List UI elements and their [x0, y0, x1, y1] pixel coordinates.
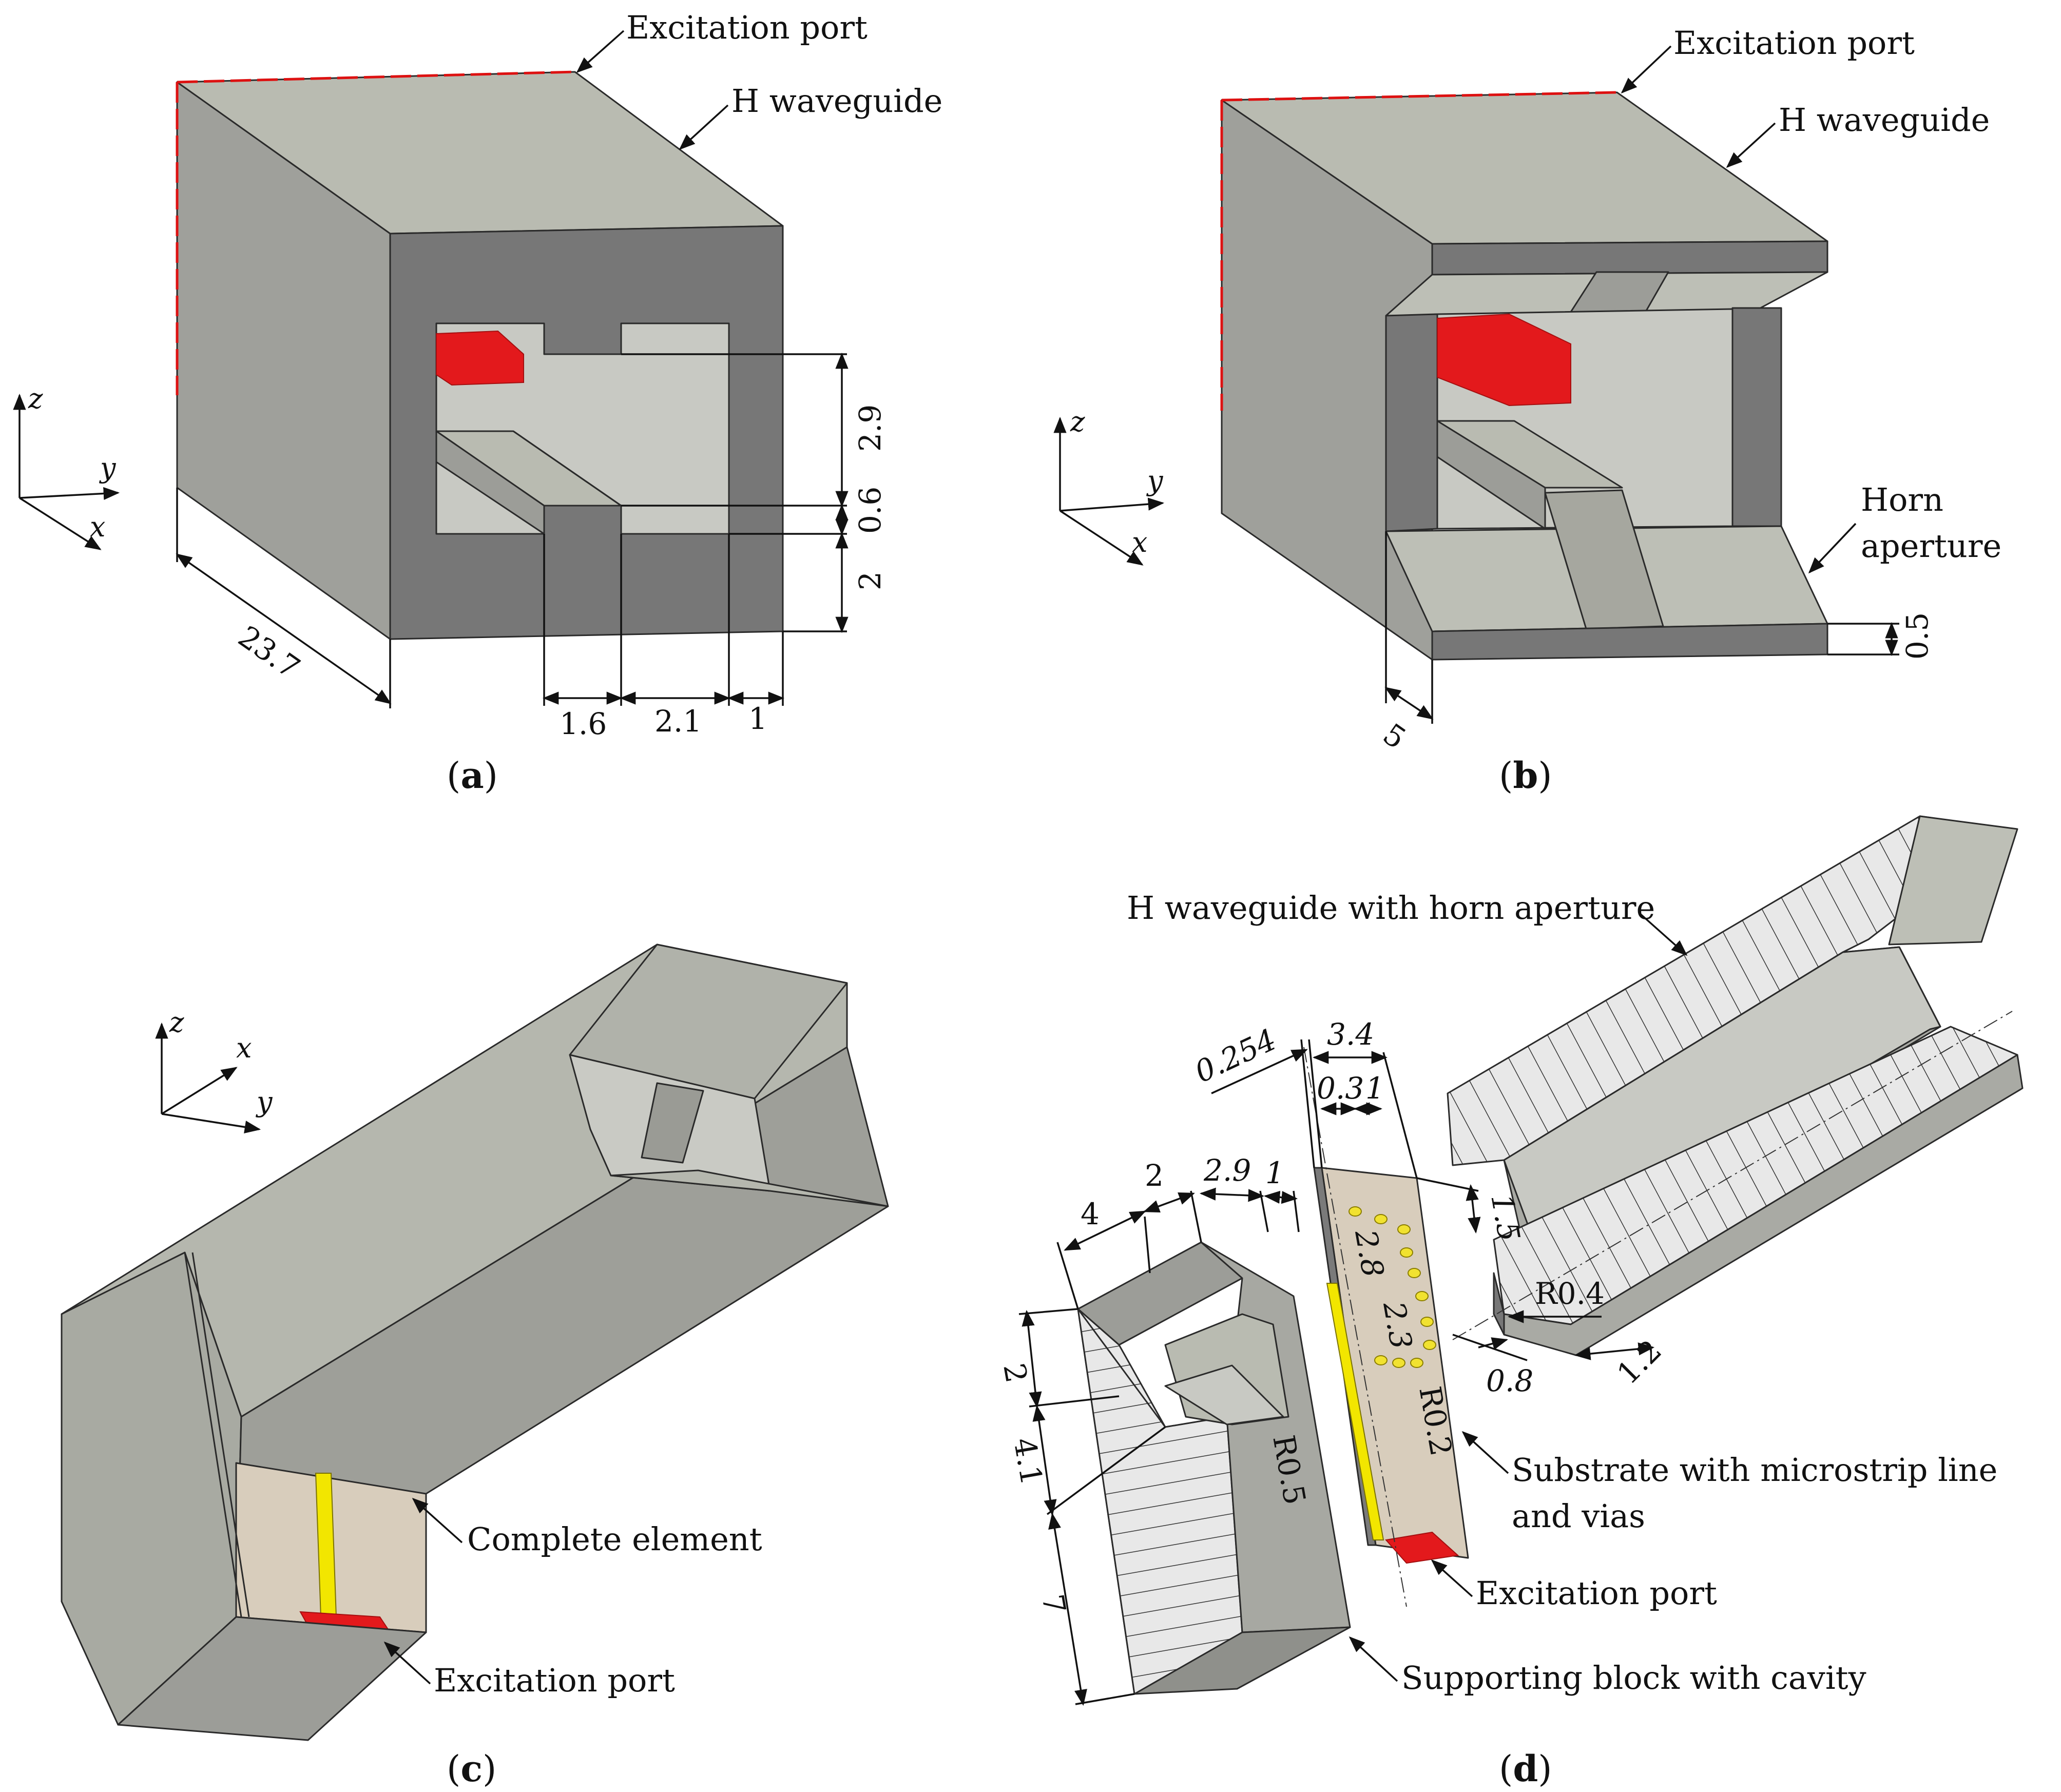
dim-d-2-top: 2 — [1145, 1158, 1164, 1193]
axis-b-z: z — [1070, 406, 1085, 438]
via — [1392, 1358, 1405, 1368]
label-d-h-waveguide-horn: H waveguide with horn aperture — [1127, 889, 1655, 927]
label-c-excitation-port: Excitation port — [434, 1662, 675, 1699]
c-bottom-face — [117, 1616, 427, 1741]
dim-d-1-top: 1 — [1265, 1155, 1284, 1190]
dim-d-0-254: 0.254 — [1189, 1022, 1281, 1090]
dim-a-2-9: 2.9 — [853, 404, 888, 452]
dim-a-1: 1 — [748, 701, 767, 736]
via — [1374, 1355, 1388, 1365]
panel-b: Excitation port H waveguide Horn apertur… — [1053, 24, 2001, 797]
label-b-h-waveguide: H waveguide — [1779, 101, 1990, 139]
dim-d-2-side: 2 — [996, 1361, 1034, 1385]
caption-c: (c) — [447, 1747, 496, 1790]
caption-a: (a) — [447, 754, 498, 797]
dim-a-2-1: 2.1 — [654, 704, 702, 739]
port-edge-b — [1221, 91, 1617, 102]
panel-d: H waveguide with horn aperture Substrate… — [996, 815, 2024, 1790]
label-a-h-waveguide: H waveguide — [731, 82, 942, 120]
axis-a-y: y — [99, 452, 117, 484]
panel-c: Complete element Excitation port z x y (… — [61, 943, 889, 1790]
via — [1349, 1206, 1362, 1217]
label-d-substrate-1: Substrate with microstrip line — [1512, 1451, 1997, 1489]
label-a-excitation-port: Excitation port — [626, 9, 868, 46]
c-far-ridge — [641, 1082, 704, 1164]
axis-b-y: y — [1146, 465, 1164, 497]
dim-d-2-8: 2.8 — [1348, 1227, 1391, 1280]
dim-b-5: 5 — [1377, 717, 1412, 756]
dim-b-0-5: 0.5 — [1900, 612, 1935, 660]
dim-d-7: 7 — [1035, 1592, 1072, 1616]
via — [1397, 1224, 1411, 1235]
via — [1408, 1268, 1421, 1278]
c-far-flare-bottom — [610, 1169, 889, 1207]
via — [1400, 1247, 1413, 1258]
dim-d-0-3: 0.3 — [1317, 1071, 1364, 1106]
dim-a-23-7: 23.7 — [232, 619, 306, 686]
panel-a: Excitation port H waveguide 2.9 0.6 2 1.… — [13, 9, 942, 797]
via — [1374, 1214, 1388, 1224]
axis-a-x: x — [90, 511, 105, 543]
dim-d-4-1: 4.1 — [1007, 1435, 1049, 1488]
dim-d-2-9: 2.9 — [1203, 1153, 1251, 1188]
d-lower-inner — [1493, 1272, 1505, 1336]
dim-d-3-4: 3.4 — [1327, 1017, 1374, 1052]
dim-d-2-3: 2.3 — [1376, 1299, 1419, 1352]
label-b-excitation-port: Excitation port — [1673, 24, 1915, 62]
label-c-complete-element: Complete element — [467, 1520, 762, 1558]
port-b — [1437, 313, 1571, 407]
dim-a-2: 2 — [853, 571, 888, 590]
axis-a-z: z — [28, 382, 43, 415]
dim-d-4: 4 — [1081, 1197, 1100, 1231]
label-b-horn-1: Horn — [1861, 481, 1943, 518]
axis-c-y: y — [256, 1086, 273, 1118]
d-vias — [1349, 1206, 1436, 1368]
label-d-substrate-2: and vias — [1512, 1497, 1645, 1535]
caption-d: (d) — [1499, 1747, 1552, 1790]
d-upper-flange — [1888, 815, 2018, 946]
via — [1423, 1340, 1436, 1350]
dim-d-1-2: 1.2 — [1610, 1333, 1668, 1391]
d-substrate-port — [1385, 1531, 1459, 1564]
dim-a-1-6: 1.6 — [560, 706, 607, 741]
via — [1415, 1291, 1429, 1301]
dim-d-0-8: 0.8 — [1486, 1363, 1533, 1398]
via — [1410, 1358, 1423, 1368]
dim-a-0-6: 0.6 — [853, 487, 888, 534]
label-d-excitation-port: Excitation port — [1476, 1574, 1717, 1612]
axis-b-x: x — [1132, 526, 1147, 558]
d-block-bottom — [1133, 1626, 1351, 1695]
via — [1420, 1317, 1434, 1327]
label-d-supporting-block: Supporting block with cavity — [1401, 1659, 1866, 1697]
axis-c-z: z — [169, 1006, 184, 1038]
dim-d-r0-4: R0.4 — [1535, 1276, 1605, 1311]
label-b-horn-2: aperture — [1861, 527, 2001, 565]
port-edge-a — [177, 70, 575, 84]
d-block-cavity-floor — [1164, 1364, 1284, 1425]
b-top-plate-front — [1431, 240, 1828, 276]
dim-d-1-5: 1.5 — [1484, 1191, 1527, 1244]
port-a — [436, 330, 524, 386]
caption-b: (b) — [1499, 754, 1552, 797]
b-left-wall — [1385, 313, 1438, 532]
axis-c-x: x — [236, 1032, 252, 1064]
d-substrate-strip — [1326, 1283, 1384, 1540]
dim-d-1: 1 — [1365, 1071, 1384, 1106]
b-right-wall — [1731, 307, 1782, 527]
